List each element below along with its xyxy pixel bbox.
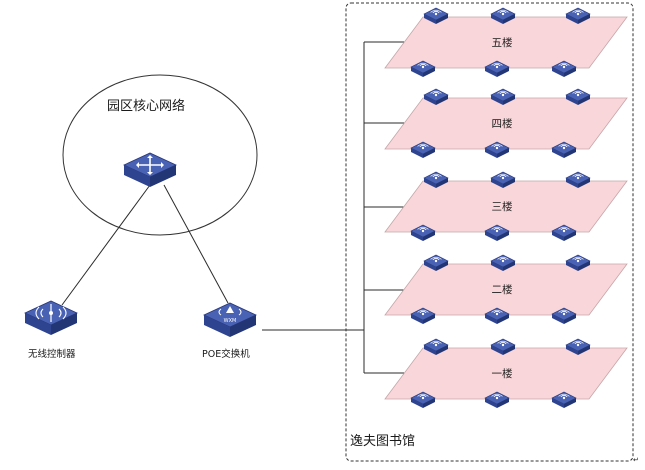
link-core-to-controller [61,184,151,306]
floor-label: 二楼 [492,283,513,296]
floor-1: 一楼 [384,338,628,409]
link-core-to-poe [163,184,229,304]
floor-4: 四楼 [384,88,628,159]
floor-plane [384,16,628,69]
wireless-controller-label: 无线控制器 [28,348,76,360]
floor-plane [384,263,628,316]
poe-switch-label: POE交换机 [202,348,250,360]
floor-5: 五楼 [384,7,628,78]
poe-switch-badge: WXM [224,318,237,324]
floor-3: 三楼 [384,171,628,242]
floor-plane [384,180,628,233]
floor-label: 五楼 [492,36,513,49]
core-network-label: 园区核心网络 [107,98,185,114]
end-mark: ↵ [633,456,639,464]
floor-2: 二楼 [384,254,628,325]
floor-plane [384,347,628,400]
floor-label: 三楼 [492,200,513,213]
floor-plane [384,97,628,150]
poe-switch-icon[interactable]: WXM [203,302,257,338]
connection-lines [61,41,404,374]
wireless-controller-icon[interactable] [24,300,78,336]
core-switch-icon[interactable] [123,152,177,188]
floor-label: 四楼 [492,117,513,130]
library-label: 逸夫图书馆 [350,434,415,449]
core-network-boundary [62,74,258,236]
floor-label: 一楼 [492,367,513,380]
